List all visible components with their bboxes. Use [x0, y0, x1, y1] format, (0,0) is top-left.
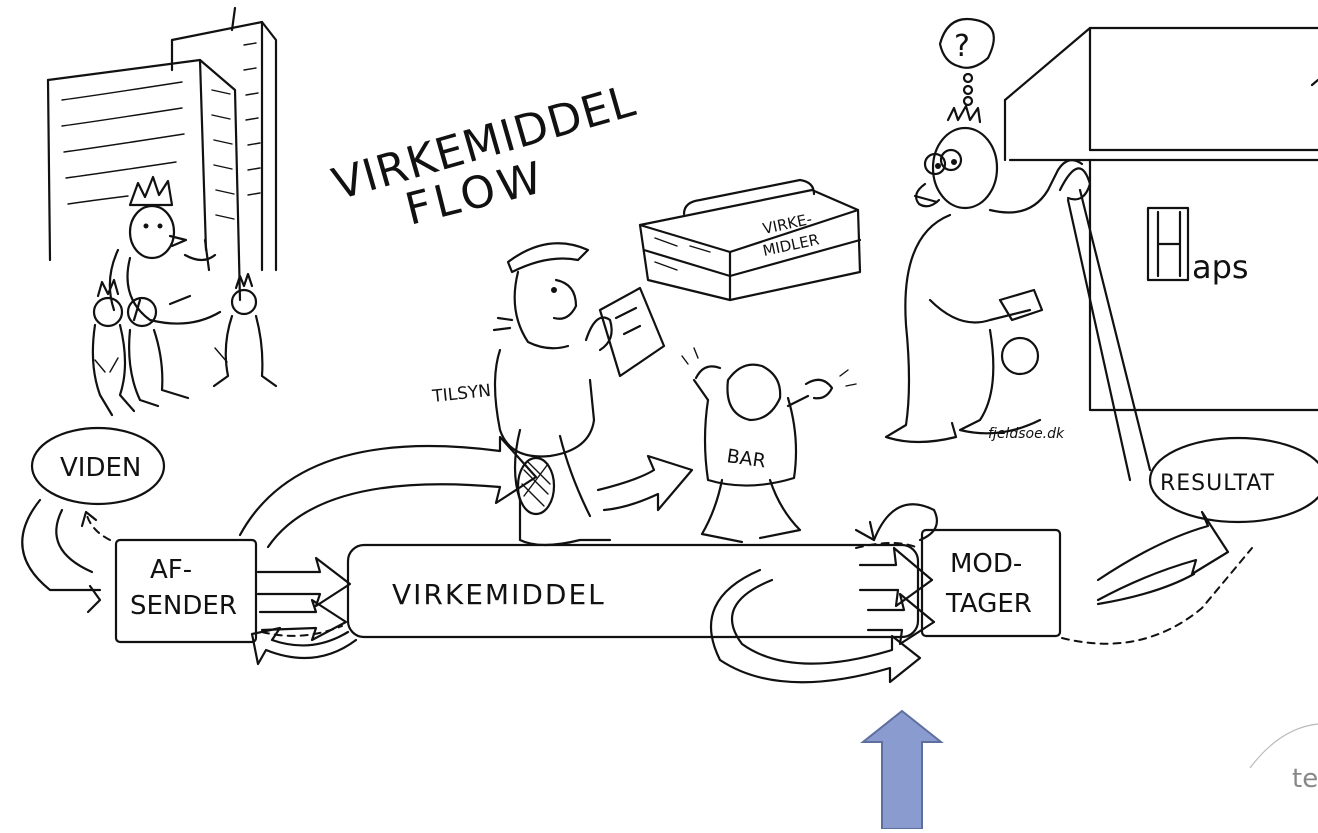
resultat-bubble	[1148, 436, 1318, 524]
toolbox: VIRKE- MIDLER	[638, 178, 862, 302]
inspector-figure: TILSYN	[430, 242, 666, 547]
bar-label: BAR	[725, 445, 767, 472]
haps-sign-rest: aps	[1192, 248, 1249, 286]
artist-signature: fjeldsoe.dk	[988, 426, 1065, 442]
bar-figure: BAR	[681, 347, 857, 544]
virkemiddel-label: VIRKEMIDDEL	[392, 578, 606, 611]
afsender-box	[114, 538, 258, 644]
king-figure	[108, 175, 222, 325]
corner-logo-text: te	[1292, 764, 1318, 794]
viden-label: VIDEN	[60, 453, 141, 483]
highlight-up-arrow	[860, 709, 944, 830]
crowd-figures	[91, 272, 278, 417]
afsender-label-line1: AF-	[150, 555, 192, 585]
corner-logo-curve	[1249, 723, 1318, 769]
modtager-box	[920, 528, 1062, 638]
question-mark: ?	[954, 29, 970, 64]
skyscrapers	[46, 6, 278, 302]
building: aps	[1003, 26, 1318, 482]
tilsyn-label: TILSYN	[430, 381, 492, 407]
resultat-label: RESULTAT	[1160, 471, 1275, 496]
modtager-label-line1: MOD-	[950, 549, 1022, 579]
flow-pipeline: VIDEN AF- SENDER VIRKEMIDDEL M	[21, 426, 1318, 684]
modtager-label-line2: TAGER	[945, 589, 1032, 619]
haps-sign: aps	[1146, 206, 1249, 286]
afsender-label-line2: SENDER	[130, 591, 237, 621]
thinking-man: ?	[884, 17, 1092, 444]
viden-bubble	[30, 426, 166, 506]
